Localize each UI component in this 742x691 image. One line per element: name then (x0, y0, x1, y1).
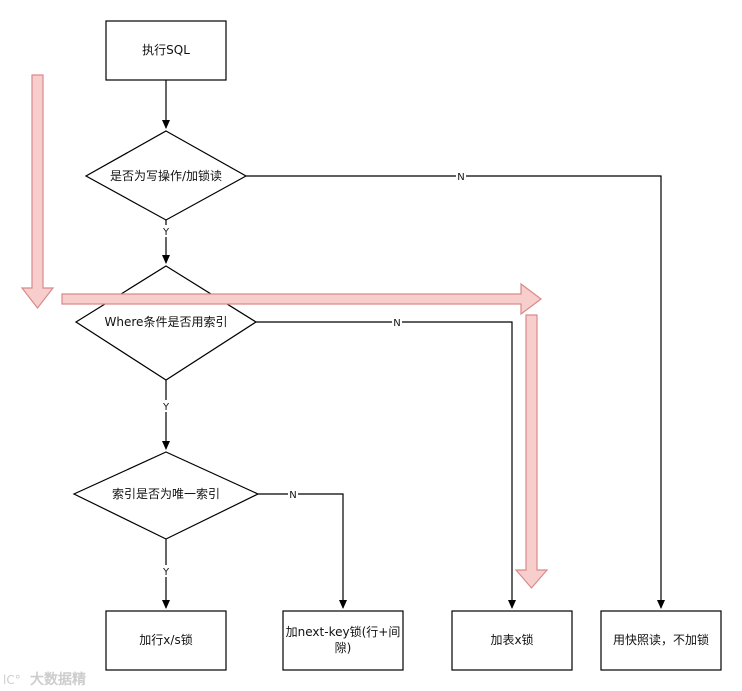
label-table-lock: 加表x锁 (490, 632, 533, 647)
watermark-logo-icon: lC° (3, 673, 21, 687)
connectors (162, 80, 665, 609)
edge-where-no (256, 321, 516, 609)
node-row-lock-box (105, 610, 227, 671)
watermark-text: 大数据精 (30, 671, 86, 688)
node-exec-sql-box (105, 20, 227, 81)
edge-label-unique-no: N (289, 490, 296, 501)
edge-label-write-no: N (457, 172, 464, 183)
label-next-key-line2: 隙) (335, 641, 352, 655)
label-snapshot: 用快照读，不加锁 (613, 632, 709, 647)
node-is-write-diamond (84, 130, 248, 221)
node-next-key-box (282, 610, 404, 671)
nodes (72, 20, 722, 671)
edge-unique-no (258, 493, 347, 609)
edge-write-no (246, 175, 665, 609)
pink-arrow-down-left (20, 74, 55, 309)
watermark: lC° 大数据精 (3, 671, 86, 688)
pink-arrow-down-right (514, 314, 549, 589)
edge-labels: N Y N Y N Y (161, 170, 466, 578)
label-unique-index: 索引是否为唯一索引 (112, 487, 220, 501)
highlight-arrows (20, 74, 549, 589)
pink-arrow-right (61, 282, 542, 316)
node-unique-index-diamond (72, 451, 260, 540)
label-next-key-line1: 加next-key锁(行+间 (286, 624, 401, 639)
edge-label-where-yes: Y (162, 402, 170, 413)
node-snapshot-box (600, 610, 722, 671)
edge-label-unique-yes: Y (162, 567, 170, 578)
node-table-lock-box (451, 610, 573, 671)
label-row-lock: 加行x/s锁 (139, 632, 192, 647)
label-is-write: 是否为写操作/加锁读 (110, 168, 222, 183)
edge-label-write-yes: Y (162, 227, 170, 238)
edge-label-where-no: N (393, 318, 400, 329)
label-where-index: Where条件是否用索引 (105, 315, 228, 329)
label-exec-sql: 执行SQL (142, 43, 190, 57)
